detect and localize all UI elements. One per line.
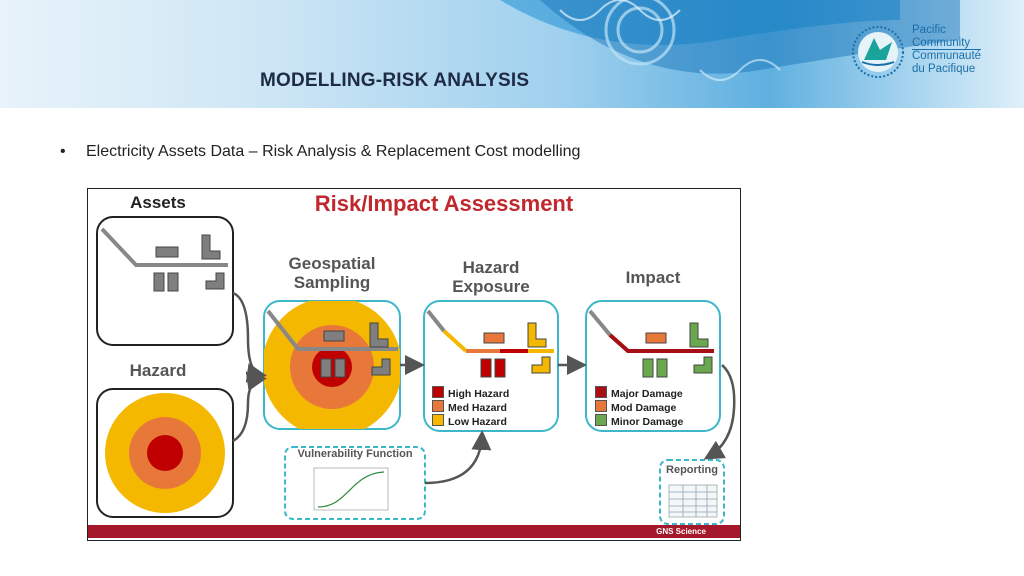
legend-text: Mod Damage — [611, 402, 677, 414]
legend-text: Minor Damage — [611, 416, 684, 428]
asset-block — [201, 234, 221, 260]
footer-bar — [88, 525, 740, 538]
assets-panel — [96, 216, 234, 346]
bullet-dot: • — [60, 143, 66, 160]
logo-line-communaute: Communauté — [912, 50, 982, 62]
legend-swatch — [432, 386, 444, 398]
hazard-label: Hazard — [129, 361, 187, 380]
logo-line-pacific: Pacific — [912, 24, 946, 36]
reporting-label: Reporting — [666, 464, 718, 476]
asset-block — [153, 272, 165, 292]
legend-text: Med Hazard — [448, 402, 507, 414]
slide-title: MODELLING-RISK ANALYSIS — [260, 70, 530, 91]
figure-main-title: Risk/Impact Assessment — [314, 191, 574, 216]
geospatial-label-line1: Geospatial — [288, 254, 376, 273]
asset-block — [205, 272, 225, 290]
logo-line-du-pacifique: du Pacifique — [912, 62, 976, 75]
assets-label: Assets — [130, 193, 186, 212]
assets-power-line — [100, 227, 228, 267]
legend-minor-damage: Minor Damage — [595, 414, 683, 428]
legend-text: Low Hazard — [448, 416, 507, 428]
hazard-exposure-label: Hazard Exposure — [424, 258, 558, 296]
hazard-high-zone — [147, 435, 183, 471]
legend-text: Major Damage — [611, 388, 683, 400]
vulnerability-label: Vulnerability Function — [297, 448, 413, 460]
risk-impact-figure: Assets Risk/Impact Assessment Geospatial… — [87, 188, 741, 541]
geospatial-label-line2: Sampling — [293, 273, 371, 292]
geospatial-label: Geospatial Sampling — [264, 254, 400, 292]
legend-swatch — [595, 400, 607, 412]
header-banner: MODELLING-RISK ANALYSIS Pacific Communit… — [0, 0, 1024, 108]
legend-low-hazard: Low Hazard — [432, 414, 507, 428]
legend-swatch — [595, 386, 607, 398]
bullet-text: Electricity Assets Data – Risk Analysis … — [86, 143, 581, 160]
logo-emblem-icon — [852, 26, 904, 78]
asset-block — [155, 246, 179, 258]
hazard-exposure-label-line1: Hazard — [462, 258, 520, 277]
asset-block — [167, 272, 179, 292]
impact-label: Impact — [625, 268, 681, 287]
legend-swatch — [595, 414, 607, 426]
logo-line-community: Community — [912, 37, 982, 50]
arrow-impact-to-reporting — [703, 364, 736, 460]
legend-text: High Hazard — [448, 388, 510, 400]
hazard-exposure-label-line2: Exposure — [452, 277, 530, 296]
legend-swatch — [432, 400, 444, 412]
legend-swatch — [432, 414, 444, 426]
arrow-vulnerability-to-exposure — [424, 430, 492, 485]
legend-med-hazard: Med Hazard — [432, 400, 507, 414]
legend-major-damage: Major Damage — [595, 386, 683, 400]
legend-high-hazard: High Hazard — [432, 386, 509, 400]
figure-diagram — [88, 216, 740, 538]
vulnerability-curve — [317, 471, 385, 508]
arrow-assets-to-geospatial — [232, 291, 267, 383]
banner-wave-decoration — [500, 0, 960, 81]
gns-science-credit: GNS Science — [656, 527, 706, 536]
pacific-community-logo — [850, 20, 1010, 84]
logo-text: Pacific Community Communauté du Pacifiqu… — [912, 24, 982, 75]
legend-mod-damage: Mod Damage — [595, 400, 676, 414]
arrow-hazard-to-geospatial — [232, 371, 267, 443]
